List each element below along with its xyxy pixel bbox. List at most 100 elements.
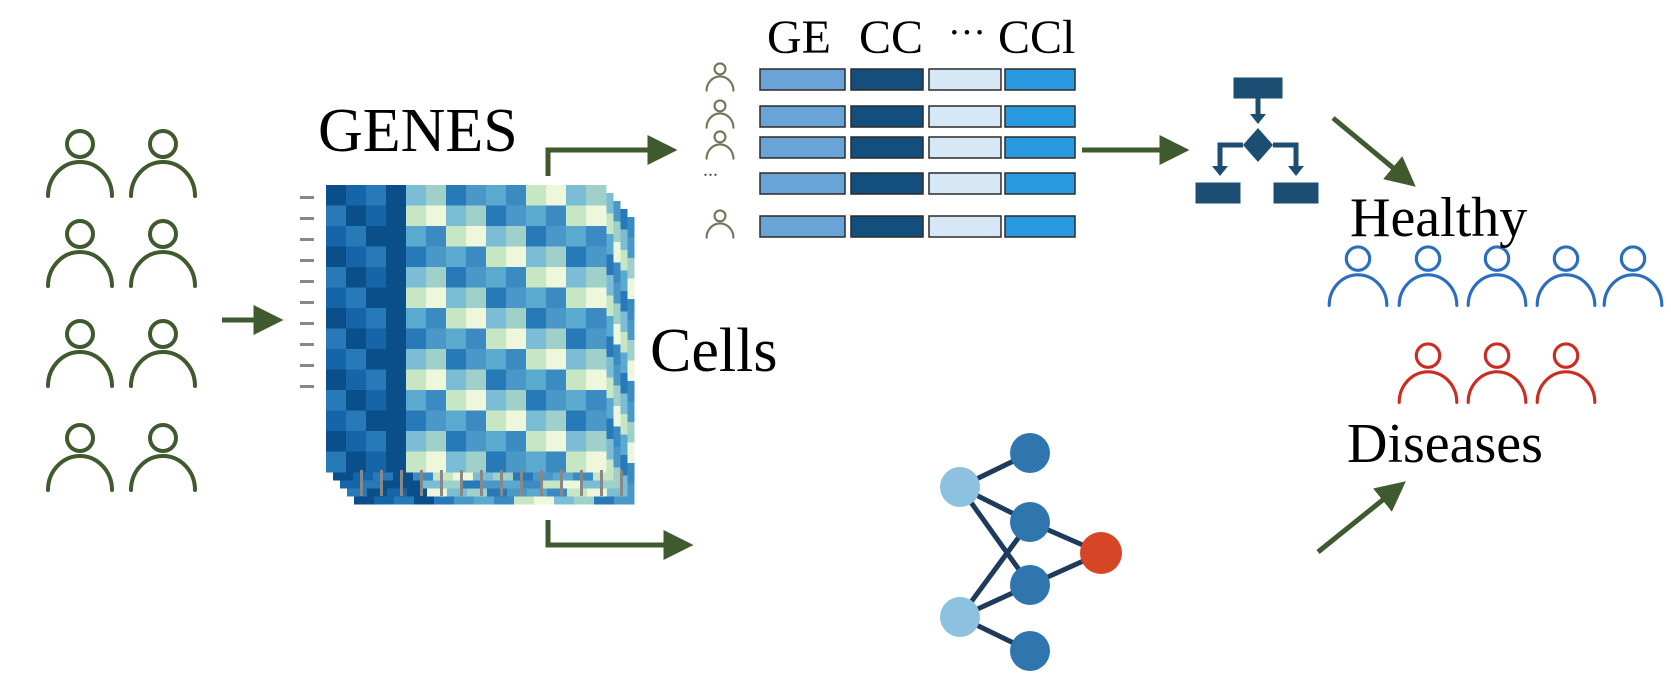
network-input-node xyxy=(940,467,980,507)
heatmap-cell xyxy=(546,246,567,268)
person-body xyxy=(705,143,735,160)
heatmap-cell xyxy=(506,328,527,350)
feature-cell xyxy=(759,68,846,91)
disease-person-icon xyxy=(1535,342,1597,404)
heatmap-cell xyxy=(386,246,407,268)
heatmap-cell xyxy=(486,431,507,452)
heatmap-cell xyxy=(346,226,367,247)
heatmap-cell xyxy=(386,308,407,329)
heatmap-row-tick xyxy=(300,259,314,262)
heatmap-cell xyxy=(466,390,487,411)
heatmap-cell xyxy=(546,328,567,350)
heatmap-cell xyxy=(386,185,407,206)
heatmap-cell xyxy=(406,267,427,288)
arrow-network-to-diseases xyxy=(1316,481,1406,554)
heatmap-cell xyxy=(326,308,347,329)
patient-person-icon xyxy=(129,423,197,492)
heatmap-col-tick xyxy=(560,470,563,496)
heatmap-cell xyxy=(426,287,447,309)
heatmap-col-tick xyxy=(380,470,383,496)
heatmap-cell xyxy=(546,308,567,329)
heatmap-cell xyxy=(346,328,367,350)
person-body xyxy=(1327,273,1389,307)
heatmap-cell xyxy=(586,369,607,391)
feature-header-ge: GE xyxy=(767,11,831,64)
heatmap-cell xyxy=(526,267,547,288)
disease-person-icon xyxy=(1397,342,1459,404)
person-body xyxy=(46,350,114,388)
person-body xyxy=(46,160,114,198)
heatmap-cell xyxy=(486,287,507,309)
heatmap-row-tick xyxy=(300,322,314,325)
network-hidden-node xyxy=(1010,433,1050,473)
heatmap-cell xyxy=(566,369,587,391)
heatmap-cell xyxy=(426,431,447,452)
person-head xyxy=(1552,342,1580,369)
tree-branch-arrows xyxy=(1212,166,1304,176)
heatmap-cell xyxy=(426,267,447,288)
heatmap-cell xyxy=(506,431,527,452)
network-hidden-node xyxy=(1010,502,1050,542)
heatmap-cell xyxy=(566,410,587,432)
heatmap-cell xyxy=(386,328,407,350)
arrow-tree-to-healthy xyxy=(1331,116,1416,187)
person-body xyxy=(705,112,735,129)
feature-cell xyxy=(850,136,924,159)
feature-cell xyxy=(759,215,846,238)
heatmap-cell xyxy=(366,328,387,350)
heatmap-cell xyxy=(366,431,387,452)
healthy-person-icon xyxy=(1535,245,1597,307)
heatmap-cell xyxy=(586,451,607,473)
person-head xyxy=(713,99,727,113)
heatmap-row-tick xyxy=(300,343,314,346)
person-body xyxy=(705,222,735,239)
healthy-person-icon xyxy=(1397,245,1459,307)
heatmap-cell xyxy=(326,451,347,473)
heatmap-cell xyxy=(566,431,587,452)
heatmap-cell xyxy=(526,410,547,432)
feature-row-person-icon xyxy=(705,130,735,160)
heatmap-row-tick xyxy=(300,301,314,304)
heatmap-cell xyxy=(466,451,487,473)
person-body xyxy=(129,350,197,388)
heatmap-cell xyxy=(486,349,507,370)
heatmap-cell xyxy=(446,185,467,206)
heatmap-cell xyxy=(346,431,367,452)
patient-person-icon xyxy=(46,129,114,198)
heatmap-cell xyxy=(366,226,387,247)
neural-network-icon xyxy=(940,433,1122,671)
person-head xyxy=(1414,342,1442,369)
heatmap-col-tick xyxy=(600,470,603,496)
heatmap-cell xyxy=(426,328,447,350)
patient-person-icon xyxy=(46,319,114,388)
heatmap-cell xyxy=(566,226,587,247)
heatmap-cell xyxy=(406,308,427,329)
heatmap-cell xyxy=(346,451,367,473)
tree-leaf-right xyxy=(1273,182,1319,204)
heatmap-cell xyxy=(406,205,427,227)
heatmap-cell xyxy=(406,451,427,473)
heatmap-cell xyxy=(486,451,507,473)
feature-cell xyxy=(850,172,924,195)
person-head xyxy=(65,219,95,249)
feature-cell xyxy=(928,68,1002,91)
person-body xyxy=(129,250,197,288)
heatmap-cell xyxy=(446,431,467,452)
heatmap-row-tick xyxy=(300,385,314,388)
heatmap-cell xyxy=(406,287,427,309)
person-head xyxy=(1414,245,1442,272)
heatmap-cell xyxy=(366,287,387,309)
network-hidden-node xyxy=(1010,631,1050,671)
heatmap-cell xyxy=(366,390,387,411)
heatmap-cell xyxy=(326,369,347,391)
heatmap-cell xyxy=(486,328,507,350)
network-output-node xyxy=(1080,532,1122,574)
disease-person-icon xyxy=(1466,342,1528,404)
heatmap-col-tick xyxy=(540,470,543,496)
healthy-label: Healthy xyxy=(1350,187,1528,249)
heatmap-cell xyxy=(426,185,447,206)
heatmap-cell xyxy=(366,308,387,329)
genes-label: GENES xyxy=(318,97,518,165)
heatmap-cell xyxy=(586,287,607,309)
